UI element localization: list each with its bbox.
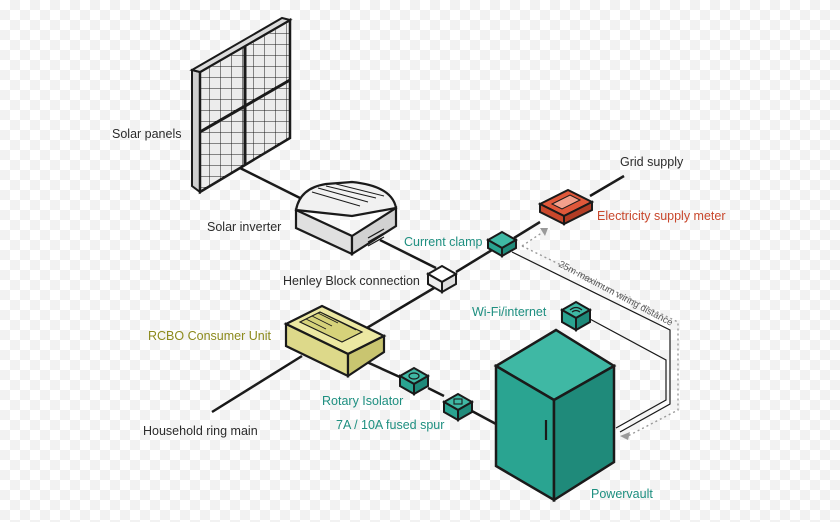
powervault-side [552,363,616,503]
cable-distance [521,245,679,439]
solar-panels [189,16,293,195]
fused-spur [441,392,475,422]
wire-rcbo-henley [359,286,435,334]
label-rcbo: RCBO Consumer Unit [148,329,271,343]
powervault-unit [493,328,617,503]
wire-household [211,354,303,414]
wire-inverter-henley [379,238,437,270]
inverter-ribs [311,183,385,207]
fuse-icon [453,398,463,405]
wire-meter-grid [589,174,625,198]
label-household-main: Household ring main [143,424,258,438]
current-clamp [485,230,519,258]
rotary-isolator [397,366,431,396]
label-solar-inverter: Solar inverter [207,220,282,234]
label-current-clamp: Current clamp [404,235,483,249]
henley-right [441,272,457,294]
wifi-box-right [575,308,591,332]
wire-panel-inverter [239,166,301,200]
cable-distance-up [521,229,547,247]
solar-panel-top [189,16,293,74]
henley-block [425,264,459,294]
label-fused-spur: 7A / 10A fused spur [336,418,445,432]
cable-wifi [587,317,667,429]
wifi-icon [569,306,583,313]
wires [211,166,625,426]
data-cables [511,228,679,440]
inverter-front [294,208,354,256]
isolator-right [413,374,429,396]
isolator-icon [408,372,420,380]
label-grid-supply: Grid supply [620,155,684,169]
label-wifi: Wi-Fi/internet [472,305,547,319]
rcbo-side [346,334,386,379]
wire-henley-clamp [455,248,493,274]
wifi-box [559,300,593,332]
solar-panel-divider-h [199,78,291,134]
label-electricity-meter: Electricity supply meter [597,209,726,223]
meter-display [550,194,582,210]
rcbo-breakers [298,311,364,343]
cable-clamp [511,251,671,433]
spur-right [457,400,473,422]
solar-inverter [294,180,398,257]
electricity-meter [537,188,595,226]
inverter-side [350,205,398,257]
inverter-top [294,180,398,218]
arrow-to-meter [540,228,548,236]
clamp-right [501,238,517,258]
label-rotary-isolator: Rotary Isolator [322,394,404,408]
wire-isolator-spur [427,386,445,398]
label-solar-panels: Solar panels [112,127,182,141]
rcbo-breaker-lines [305,312,357,331]
label-powervault: Powervault [591,487,653,501]
wire-spur-powervault [469,408,497,426]
label-henley-block: Henley Block connection [283,274,420,288]
wire-clamp-meter [513,220,541,240]
inverter-vent [367,228,385,247]
rcbo-consumer-unit [283,304,387,379]
meter-right [563,200,593,226]
arrow-to-powervault [620,432,630,440]
